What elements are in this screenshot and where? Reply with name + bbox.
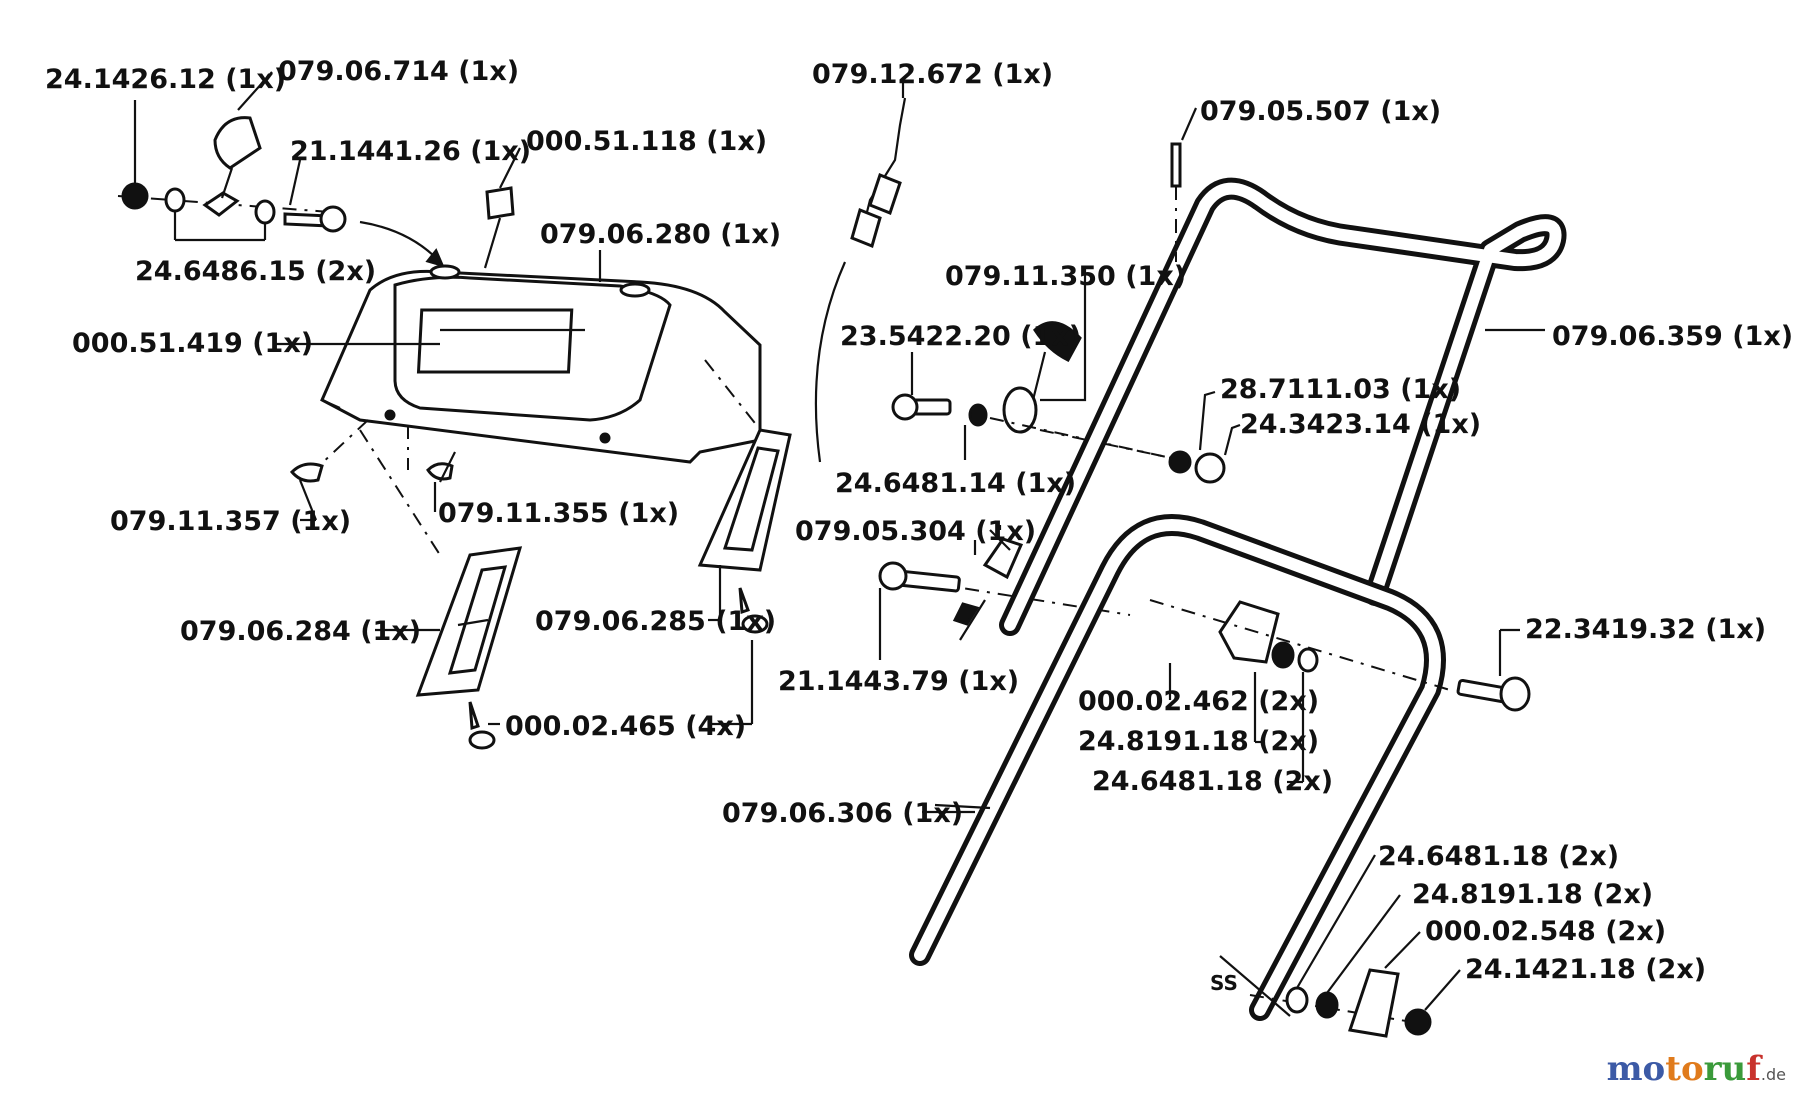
label-079.06.359: 079.06.359 (1x) <box>1552 321 1793 352</box>
cap-nut-24.3423.14 <box>1194 452 1226 484</box>
washer-24.6481.18-b <box>1285 986 1309 1014</box>
washer-24.8191.18-a <box>1271 641 1295 669</box>
label-24.6486.15: 24.6486.15 (2x) <box>135 256 376 287</box>
label-079.05.304: 079.05.304 (1x) <box>795 516 1036 547</box>
screw-000.02.465-a <box>468 730 496 750</box>
handlebar-assembly: SS <box>909 107 1567 1038</box>
logo-tld: .de <box>1760 1065 1786 1084</box>
label-079.12.672: 079.12.672 (1x) <box>812 59 1053 90</box>
label-000.51.419: 000.51.419 (1x) <box>72 328 313 359</box>
label-24.8191.18-lower: 24.8191.18 (2x) <box>1412 879 1653 910</box>
screw-000.02.465-b <box>741 614 769 634</box>
label-24.6481.18: 24.6481.18 (2x) <box>1092 766 1333 797</box>
motoruf-watermark-logo: motoruf.de <box>1607 1049 1786 1089</box>
cable-and-lever-assembly <box>814 78 1191 660</box>
label-079.06.285: 079.06.285 (1x) <box>535 606 776 637</box>
label-079.05.507: 079.05.507 (1x) <box>1200 96 1441 127</box>
label-000.02.465: 000.02.465 (4x) <box>505 711 746 742</box>
label-000.02.462: 000.02.462 (2x) <box>1078 686 1319 717</box>
lever-pivot <box>1002 386 1038 434</box>
label-28.7111.03: 28.7111.03 (1x) <box>1220 374 1461 405</box>
label-24.8191.18: 24.8191.18 (2x) <box>1078 726 1319 757</box>
cap-079.05.507 <box>1170 142 1182 188</box>
label-24.6481.14: 24.6481.14 (1x) <box>835 468 1076 499</box>
label-24.3423.14: 24.3423.14 (1x) <box>1240 409 1481 440</box>
washer-24.6481.14 <box>968 403 988 427</box>
label-079.11.355: 079.11.355 (1x) <box>438 498 679 529</box>
label-24.6481.18-lower: 24.6481.18 (2x) <box>1378 841 1619 872</box>
label-21.1443.79: 21.1443.79 (1x) <box>778 666 1019 697</box>
logo-part-1: mo <box>1606 1049 1666 1089</box>
label-22.3419.32: 22.3419.32 (1x) <box>1525 614 1766 645</box>
lever-079.06.714-base <box>202 191 240 217</box>
part-labels: 24.1426.12 (1x) 079.06.714 (1x) 21.1441.… <box>45 56 1793 985</box>
logo-part-3: ru <box>1703 1049 1747 1089</box>
washer-24.6486.15-a <box>164 187 186 213</box>
label-079.06.306: 079.06.306 (1x) <box>722 798 963 829</box>
nut-24.1421.18 <box>1404 1008 1432 1036</box>
clip-079.11.357 <box>289 462 324 483</box>
label-24.1426.12: 24.1426.12 (1x) <box>45 64 286 95</box>
label-079.11.357: 079.11.357 (1x) <box>110 506 351 537</box>
throttle-lever-079.11.350 <box>1033 321 1082 362</box>
nut-28.7111.03 <box>1168 450 1192 474</box>
knob-000.02.462 <box>1218 600 1280 664</box>
label-000.02.548: 000.02.548 (2x) <box>1425 916 1666 947</box>
label-079.06.714: 079.06.714 (1x) <box>278 56 519 87</box>
logo-part-2: to <box>1665 1049 1704 1089</box>
washer-24.8191.18-b <box>1315 991 1339 1019</box>
label-24.1421.18: 24.1421.18 (2x) <box>1465 954 1706 985</box>
display-window-000.51.419 <box>416 308 574 374</box>
cable-079.12.672 <box>850 207 882 249</box>
label-000.51.118: 000.51.118 (1x) <box>526 126 767 157</box>
nut-24.1426.12 <box>121 182 149 210</box>
label-21.1441.26: 21.1441.26 (1x) <box>290 136 531 167</box>
washer-24.6486.15-b <box>254 199 276 225</box>
label-079.06.284: 079.06.284 (1x) <box>180 616 421 647</box>
clamp-079.05.304 <box>982 537 1024 580</box>
svg-text:SS: SS <box>1210 971 1238 995</box>
label-079.11.350: 079.11.350 (1x) <box>945 261 1186 292</box>
handle-cover-assembly <box>117 71 792 750</box>
label-079.06.280: 079.06.280 (1x) <box>540 219 781 250</box>
sticker-000.51.118 <box>485 186 515 220</box>
label-23.5422.20: 23.5422.20 (1x) <box>840 321 1081 352</box>
knob-000.02.548 <box>1348 968 1400 1038</box>
washer-24.6481.18-a <box>1297 647 1319 673</box>
lever-079.06.714 <box>213 116 262 170</box>
logo-part-4: f <box>1746 1049 1761 1089</box>
